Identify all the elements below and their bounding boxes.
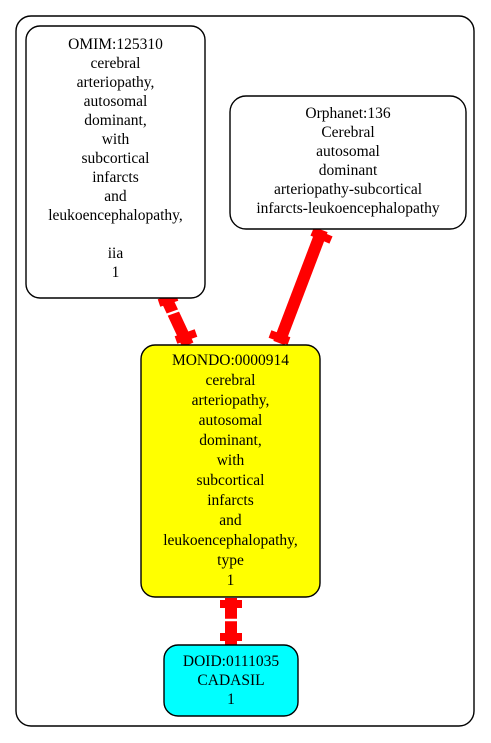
node-label-line: leukoencephalopathy, xyxy=(163,532,298,549)
node-label-line: infarcts xyxy=(92,169,138,186)
node-label-line: cerebral xyxy=(91,55,141,72)
node-label-line: Cerebral xyxy=(321,124,374,141)
edges xyxy=(157,227,333,645)
node-label-line: CADASIL xyxy=(197,672,264,689)
node-label-line: autosomal xyxy=(84,93,148,110)
edge-arrow-tail xyxy=(310,228,333,244)
node-label-line: DOID:0111035 xyxy=(183,653,279,670)
node-label-line: type xyxy=(217,552,244,569)
node-label-line: autosomal xyxy=(316,143,380,160)
node-label-line: leukoencephalopathy, xyxy=(48,207,183,224)
node-mondo-label: MONDO:0000914 cerebral arteriopathy, autoso… xyxy=(163,352,298,589)
node-label-line: cerebral xyxy=(206,372,256,389)
node-label-line: autosomal xyxy=(199,412,263,429)
node-omim[interactable]: OMIM:125310 cerebral arteriopathy, autosoma… xyxy=(25,25,206,299)
node-label-line: arteriopathy, xyxy=(77,74,155,91)
edge-arrow-head xyxy=(174,329,198,344)
node-omim-label: OMIM:125310 cerebral arteriopathy, autosoma… xyxy=(48,36,183,281)
node-mondo[interactable]: MONDO:0000914 cerebral arteriopathy, autoso… xyxy=(140,344,321,598)
node-label-line: and xyxy=(104,188,127,205)
node-label-line: MONDO:0000914 xyxy=(172,352,289,369)
node-label-line xyxy=(114,226,118,243)
node-label-line: infarcts-leukoencephalopathy xyxy=(256,200,440,217)
node-label-line: 1 xyxy=(112,264,120,281)
node-label-line: dominant, xyxy=(84,112,146,129)
node-label-line: Orphanet:136 xyxy=(305,105,390,122)
node-label-line: arteriopathy-subcortical xyxy=(274,181,422,198)
node-label-line: dominant, xyxy=(199,432,261,449)
edge-omim-to-mondo xyxy=(157,293,198,348)
node-doid-box xyxy=(163,644,299,717)
node-label-line: iia xyxy=(108,245,124,262)
edge-orphanet-to-mondo xyxy=(268,227,333,346)
node-label-line: 1 xyxy=(227,572,235,589)
node-label-line: and xyxy=(219,512,242,529)
node-label-line: with xyxy=(217,452,245,469)
node-mondo-box xyxy=(140,344,321,598)
node-label-line: subcortical xyxy=(196,472,264,489)
node-label-line: arteriopathy, xyxy=(192,392,270,409)
edge-mondo-to-doid xyxy=(220,598,242,645)
cluster-frame xyxy=(15,15,475,727)
node-label-line: with xyxy=(102,131,130,148)
edge-arrow-head xyxy=(268,330,291,345)
node-orphanet-box xyxy=(229,95,467,230)
edge-gap xyxy=(165,308,181,317)
node-label-line: dominant xyxy=(319,162,378,179)
node-label-line: subcortical xyxy=(81,150,149,167)
node-omim-box xyxy=(25,25,206,299)
node-label-line: OMIM:125310 xyxy=(68,36,163,53)
node-label-line: 1 xyxy=(227,691,235,708)
node-label-line: infarcts xyxy=(207,492,253,509)
edge-line xyxy=(273,227,328,346)
